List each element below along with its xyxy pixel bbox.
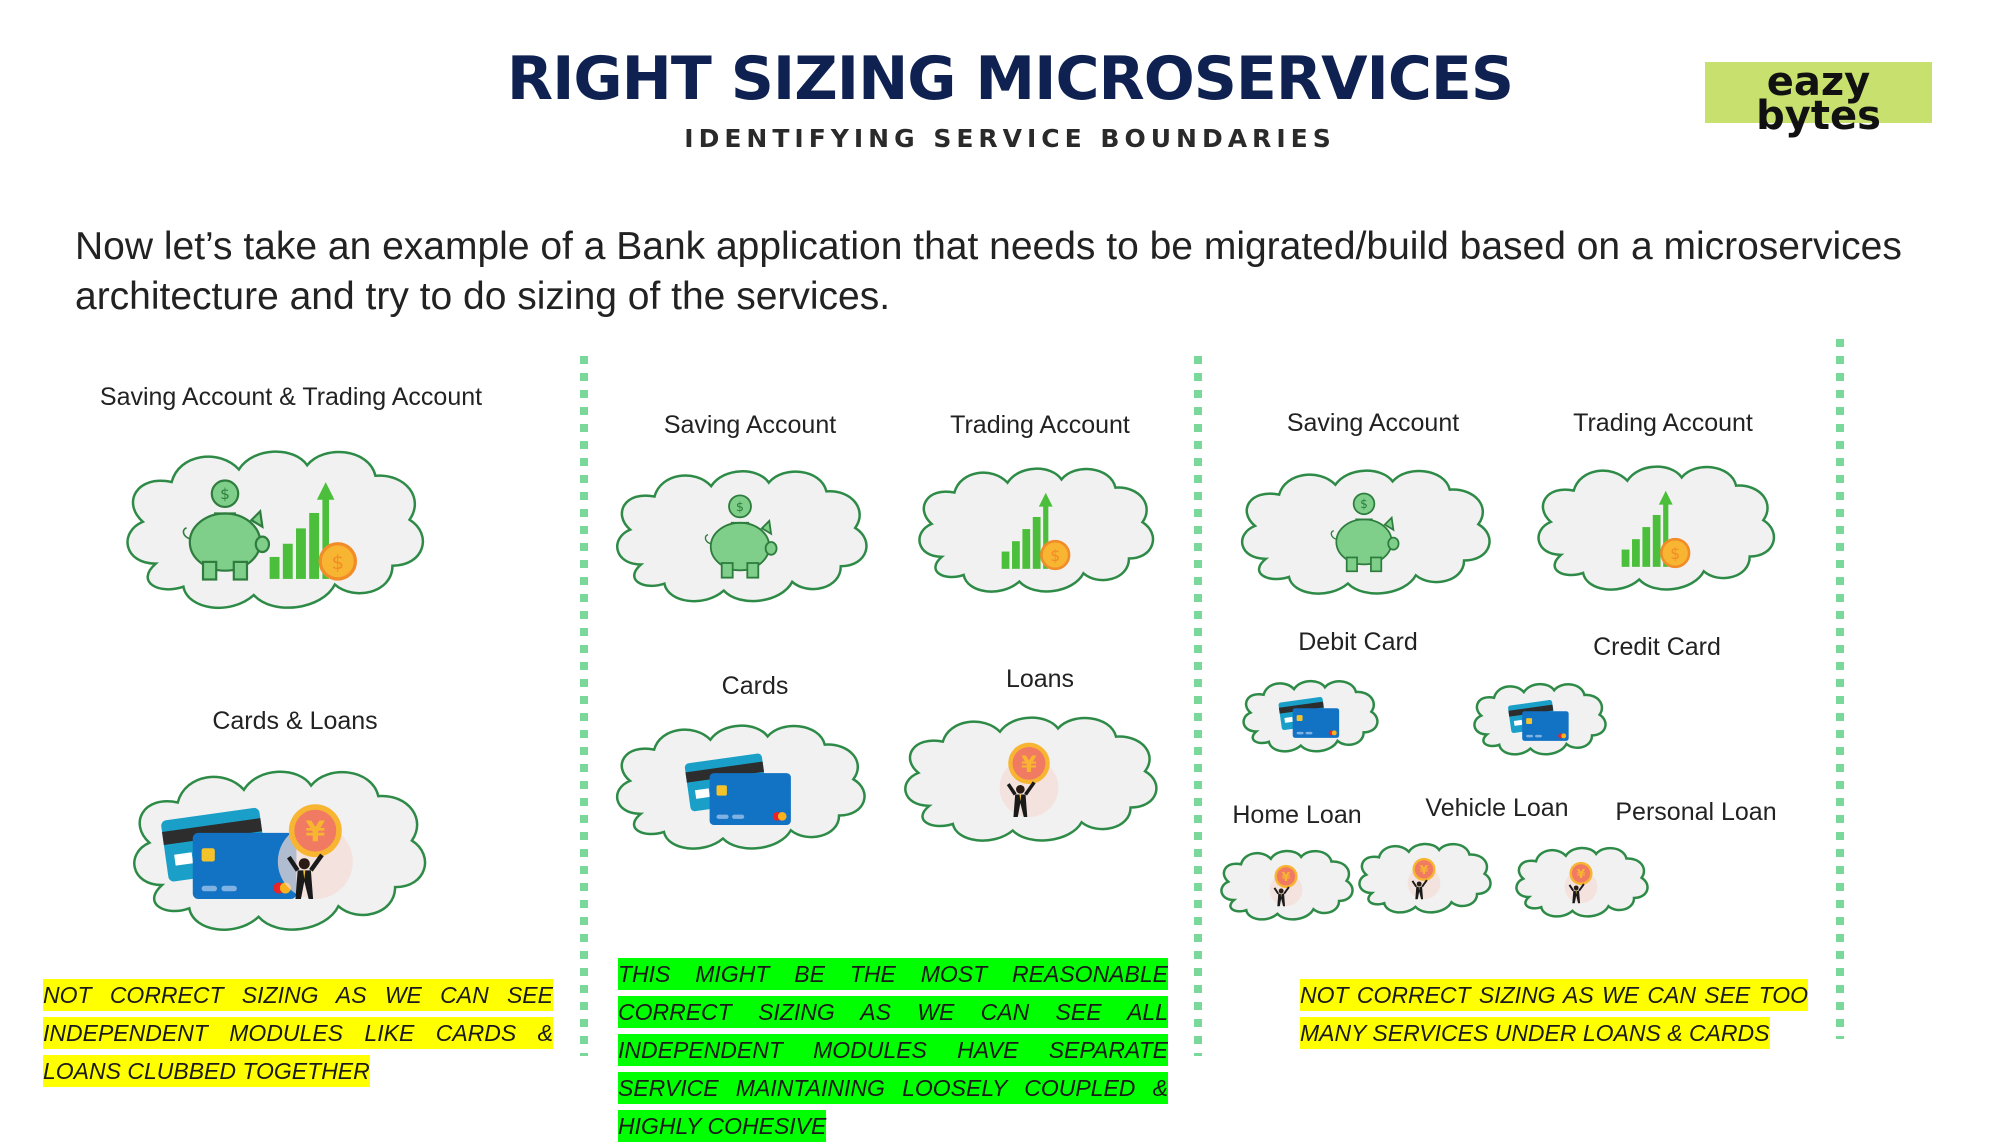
loan-coin-person-icon: ¥ [1564,861,1598,904]
intro-paragraph: Now let’s take an example of a Bank appl… [75,225,1902,318]
service-cloud: ¥ [1353,838,1495,916]
logo-text-line1: eazy [1766,59,1871,105]
credit-card-icon [684,753,791,825]
page-title: RIGHT SIZING MICROSERVICES [506,44,1514,114]
cloud-icons: ¥ [161,804,353,900]
sizing-note: NOT CORRECT SIZING AS WE CAN SEE INDEPEN… [43,976,553,1090]
cloud-icons: $ [704,494,778,579]
cloud-icons: $ [1330,492,1400,573]
service-cloud [605,715,873,855]
svg-text:¥: ¥ [1420,862,1429,877]
sizing-note: NOT CORRECT SIZING AS WE CAN SEE TOO MAN… [1300,976,1808,1052]
piggy-bank-icon: $ [704,494,778,579]
svg-text:¥: ¥ [1021,752,1037,778]
svg-text:¥: ¥ [1282,869,1291,884]
cloud-icons: ¥ [1407,857,1441,900]
service-label: Vehicle Loan [1425,794,1569,822]
panel-divider [1836,339,1844,1039]
service-cloud: $ $ [113,438,433,616]
service-label: Loans [1005,665,1075,693]
cloud-icons [1508,700,1569,741]
service-label: Trading Account [950,411,1130,439]
page-subtitle: IDENTIFYING SERVICE BOUNDARIES [684,124,1336,153]
service-cloud: $ [605,460,875,608]
cloud-icons: ¥ [1269,864,1303,907]
svg-text:¥: ¥ [305,815,325,849]
svg-text:¥: ¥ [1577,866,1586,881]
service-label: Saving Account [663,411,837,439]
panel-divider [1194,356,1202,1056]
svg-text:$: $ [1670,545,1680,563]
service-label: Home Loan [1232,801,1362,829]
svg-text:$: $ [736,500,744,515]
service-label: Personal Loan [1615,798,1777,826]
loan-coin-person-icon: ¥ [999,742,1059,817]
service-cloud [1237,675,1382,755]
note-text: NOT CORRECT SIZING AS WE CAN SEE TOO MAN… [1300,979,1808,1049]
panel-divider [580,356,588,1056]
service-cloud [1468,678,1610,758]
service-label: Saving Account [1286,409,1460,437]
svg-text:$: $ [1050,547,1060,565]
cloud-icons [1278,697,1340,738]
growth-chart-icon: $ [1621,490,1691,569]
service-cloud: $ [1230,460,1498,600]
service-cloud: ¥ [1215,845,1357,923]
credit-card-icon [1508,700,1569,741]
cloud-icons: $ $ [182,479,358,581]
service-label: Trading Account [1573,409,1753,437]
loan-coin-person-icon: ¥ [1407,857,1441,900]
service-label: Cards & Loans [212,707,378,735]
piggy-bank-icon: $ [1330,492,1400,573]
note-text: NOT CORRECT SIZING AS WE CAN SEE INDEPEN… [43,979,553,1087]
growth-chart-icon: $ [1001,492,1071,571]
cloud-icons [684,753,791,825]
cloud-icons: ¥ [1564,861,1598,904]
service-label: Saving Account & Trading Account [99,383,483,411]
service-cloud: $ [1527,456,1782,596]
credit-card-icon [1278,697,1340,738]
cloud-icons: $ [1621,490,1691,569]
svg-text:$: $ [1360,497,1368,511]
service-label: Debit Card [1298,628,1418,656]
svg-text:$: $ [331,551,344,574]
credit-card-icon [161,807,297,900]
cloud-icons: $ [1001,492,1071,571]
piggy-bank-icon: $ [182,479,271,581]
note-text: THIS MIGHT BE THE MOST REASONABLE CORREC… [618,958,1168,1142]
sizing-note: THIS MIGHT BE THE MOST REASONABLE CORREC… [618,955,1168,1145]
service-cloud: ¥ [1510,842,1652,920]
service-cloud: $ [908,458,1161,598]
svg-text:$: $ [220,485,230,503]
service-cloud: ¥ [893,707,1165,847]
cloud-icons: ¥ [999,742,1059,817]
loan-coin-person-icon: ¥ [1269,864,1303,907]
service-cloud: ¥ [120,758,435,938]
service-label: Credit Card [1593,633,1721,661]
loan-coin-person-icon: ¥ [277,804,353,900]
service-label: Cards [721,672,789,700]
eazybytes-logo: eazy bytes [1705,59,1932,136]
growth-chart-icon: $ [269,482,358,581]
logo-text-line2: bytes [1756,93,1881,139]
